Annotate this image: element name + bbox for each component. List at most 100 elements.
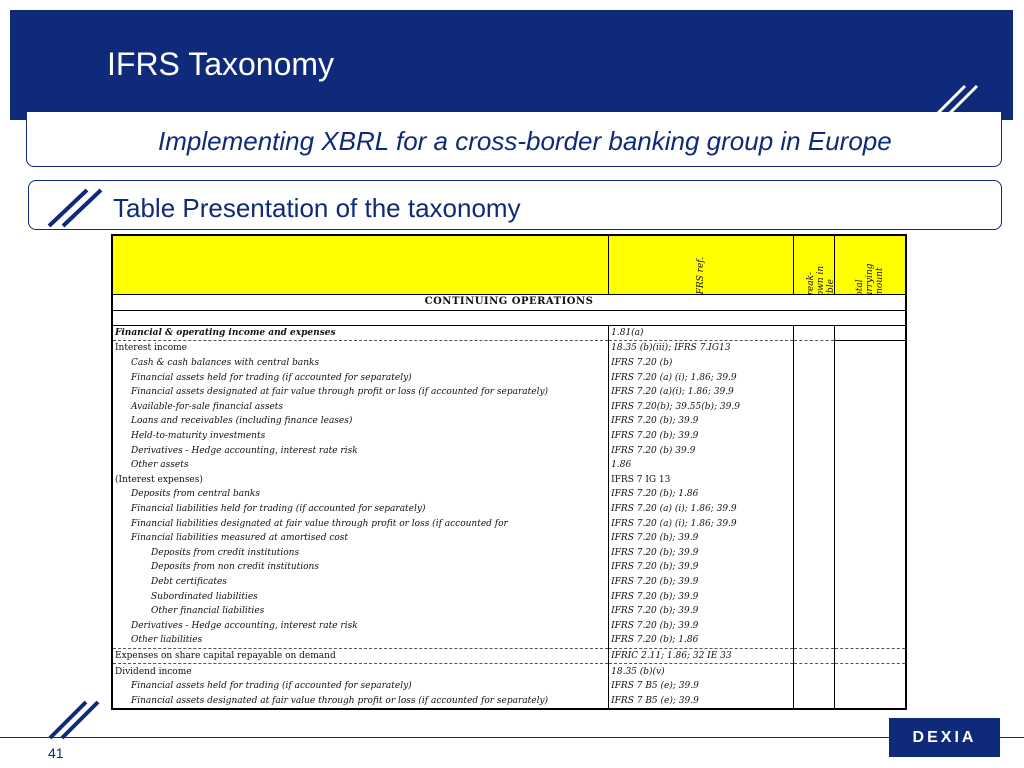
row-breakdown [793,560,835,575]
row-label: Available-for-sale financial assets [131,401,284,412]
row-total [833,574,905,590]
row-breakdown [793,574,835,590]
row-ref: IFRS 7.20 (a) (i); 1.86; 39.9 [608,370,794,385]
table-row: Financial assets held for trading (if ac… [113,678,905,694]
table-row: Dividend income 18.35 (b)(v) [113,663,905,679]
row-label: Other assets [131,460,189,471]
row-total [833,472,905,488]
row-total [833,589,905,604]
row-total [833,399,905,415]
row-ref: IFRS 7.20 (b); 39.9 [608,545,794,561]
table-row: (Interest expenses)IFRS 7 IG 13 [113,472,905,488]
table-row: Interest income 18.35 (b)(iii); IFRS 7.I… [113,340,905,356]
row-label: (Interest expenses) [115,474,203,485]
slash-decoration-icon [47,188,103,228]
row-ref: IFRS 7 B5 (e); 39.9 [608,693,794,709]
row-total [833,647,905,664]
row-breakdown [793,663,835,679]
table-row: Available-for-sale financial assets IFRS … [113,399,905,415]
row-ref: IFRS 7 B5 (e); 39.9 [608,678,794,694]
row-total [833,603,905,619]
row-label: Dividend income [113,663,609,679]
row-breakdown [793,501,835,517]
row-label: Financial assets designated at fair valu… [131,387,549,398]
row-ref: IFRS 7.20 (a) (i); 1.86; 39.9 [608,501,794,517]
row-ref: IFRS 7.20 (a)(i); 1.86; 39.9 [608,384,794,400]
table-row: Deposits from non credit institutions IFR… [113,560,905,575]
row-total [833,384,905,400]
row-ref: 1.81(a) [608,324,794,341]
row-ref: IFRS 7.20 (b); 39.9 [608,530,794,546]
row-ref: 18.35 (b)(iii); IFRS 7.IG13 [608,340,794,356]
row-breakdown [793,355,835,371]
spacer-row [113,310,905,325]
row-total [833,414,905,429]
row-breakdown [793,399,835,415]
slash-decoration-icon [48,700,100,740]
row-label: Financial liabilities measured at amorti… [131,533,349,544]
row-breakdown [793,443,835,458]
row-label: Interest income [113,340,609,356]
row-ref: IFRS 7.20 (b); 39.9 [608,574,794,590]
col-header-total: Total carrying amount [833,236,905,295]
table-header-row: IAS/IFRS ref. Break-down in table Total … [113,236,905,295]
row-breakdown [793,472,835,488]
table-row: Loans and receivables (including finance… [113,414,905,429]
continuing-operations-label: CONTINUING OPERATIONS [113,294,905,311]
row-label: Derivatives - Hedge accounting, interest… [131,620,358,631]
row-label: Financial assets held for trading (if ac… [131,681,412,692]
row-total [833,678,905,694]
row-breakdown [793,457,835,473]
section-title: Table Presentation of the taxonomy [113,193,521,223]
table-row: Financial & operating income and expense… [113,324,905,342]
row-total [833,324,905,342]
footer-divider [0,737,1024,738]
row-breakdown [793,370,835,385]
row-ref: IFRS 7.20 (b); 39.9 [608,414,794,429]
table-row: Derivatives - Hedge accounting, interest… [113,618,905,634]
section-label-row: CONTINUING OPERATIONS [113,294,905,311]
row-breakdown [793,647,835,664]
row-label: Financial & operating income and expense… [113,324,609,341]
taxonomy-table: IAS/IFRS ref. Break-down in table Total … [111,234,907,711]
row-label: Expenses on share capital repayable on d… [113,647,609,664]
table-row: Financial liabilities held for trading (… [113,501,905,517]
row-breakdown [793,414,835,429]
row-total [833,370,905,385]
row-ref: IFRS 7.20 (a) (i); 1.86; 39.9 [608,516,794,531]
row-ref: IFRS 7.20 (b) 39.9 [608,443,794,458]
header-band [10,10,1013,120]
row-breakdown [793,530,835,546]
row-label: Financial liabilities designated at fair… [131,518,508,529]
page-number: 41 [48,745,64,761]
subtitle-box [26,112,1002,167]
row-ref: IFRIC 2.11; 1.86; 32 IE 33 [608,647,794,664]
row-ref: IFRS 7.20 (b); 39.9 [608,560,794,575]
row-ref: IFRS 7.20 (b); 1.86 [608,633,794,649]
row-breakdown [793,589,835,604]
col-header-breakdown: Break-down in table [793,236,835,295]
header-blank-cell [113,236,609,295]
row-ref: IFRS 7.20 (b); 39.9 [608,618,794,634]
row-ref: IFRS 7.20 (b); 39.9 [608,428,794,444]
table-row: Financial assets held for trading (if ac… [113,370,905,385]
row-total [833,443,905,458]
row-label: Financial liabilities held for trading (… [131,504,426,515]
row-breakdown [793,324,835,341]
row-ref: IFRS 7.20(b); 39.55(b); 39.9 [608,399,794,415]
row-breakdown [793,516,835,531]
table-row: Financial assets designated at fair valu… [113,384,905,400]
row-label: Debt certificates [151,576,227,587]
row-breakdown [793,603,835,619]
row-label: Deposits from non credit institutions [151,562,319,573]
row-total [833,618,905,634]
row-breakdown [793,545,835,561]
row-ref: IFRS 7.20 (b); 1.86 [608,487,794,502]
row-breakdown [793,618,835,634]
row-ref: 18.35 (b)(v) [608,663,794,679]
